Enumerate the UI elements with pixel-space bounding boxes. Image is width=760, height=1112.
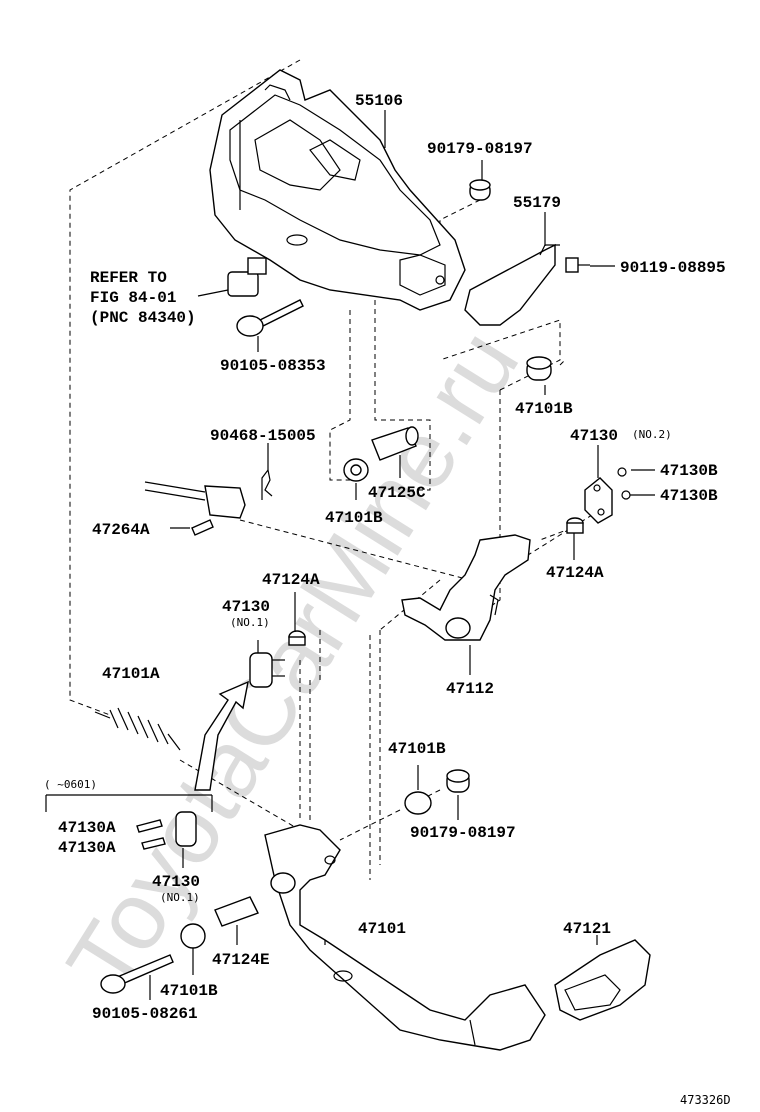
bolt-90119 <box>565 257 590 273</box>
label-refer-line2: FIG 84-01 <box>90 289 176 307</box>
bushing-47101B-bottom <box>180 923 206 949</box>
pin-47264A <box>191 519 214 536</box>
stop-lamp-switch <box>197 257 267 297</box>
pin-47124A-right <box>566 517 584 534</box>
label-no1b: (NO.1) <box>160 891 200 904</box>
pedal-arm-47101 <box>264 824 546 1051</box>
collar-47124E <box>214 896 259 927</box>
label-47124A-right: 47124A <box>546 564 604 582</box>
label-47124A-left: 47124A <box>262 571 320 589</box>
date-bracket <box>45 794 213 812</box>
bolt-90105-bottom <box>100 954 174 994</box>
label-90119: 90119-08895 <box>620 259 726 277</box>
plate-55179 <box>464 243 560 326</box>
link-47130-no1-upper <box>249 652 285 688</box>
label-90105-top: 90105-08353 <box>220 357 326 375</box>
label-47130B-2: 47130B <box>660 487 718 505</box>
label-refer-line1: REFER TO <box>90 269 167 287</box>
label-refer-line3: (PNC 84340) <box>90 309 196 327</box>
clip-90468 <box>261 468 273 500</box>
collar-90179-bottom <box>446 769 470 793</box>
label-55179: 55179 <box>513 194 561 212</box>
bushing-47101B-center <box>343 458 369 482</box>
label-47101: 47101 <box>358 920 406 938</box>
label-no1a: (NO.1) <box>230 616 270 629</box>
figure-id: 473326D <box>680 1093 731 1107</box>
pedal-pad-47121 <box>554 939 651 1021</box>
label-90105-bottom: 90105-08261 <box>92 1005 198 1023</box>
clip-47130B <box>617 467 631 500</box>
leader-lines <box>149 110 655 1000</box>
bolt-90105-top <box>236 299 304 352</box>
link-47130-no1-lower <box>175 811 197 847</box>
label-90468: 90468-15005 <box>210 427 316 445</box>
push-rod <box>144 481 246 519</box>
bushing-47101B-upper <box>526 356 552 381</box>
label-90179-top: 90179-08197 <box>427 140 533 158</box>
collar-90179-top <box>469 179 491 201</box>
label-47130A-1: 47130A <box>58 819 116 837</box>
link-47130-no2 <box>584 477 613 524</box>
label-47112: 47112 <box>446 680 494 698</box>
label-47130B-1: 47130B <box>660 462 718 480</box>
label-47130-no1b: 47130 <box>152 873 200 891</box>
label-47101B-center: 47101B <box>325 509 383 527</box>
direction-arrow <box>194 680 249 791</box>
label-no2: (NO.2) <box>632 428 672 441</box>
label-47130A-2: 47130A <box>58 839 116 857</box>
collar-47125C <box>371 426 419 461</box>
label-47101A: 47101A <box>102 665 160 683</box>
part-labels: 55106 90179-08197 55179 90119-08895 REFE… <box>44 92 731 1107</box>
label-47121: 47121 <box>563 920 611 938</box>
label-47130-no1a: 47130 <box>222 598 270 616</box>
pin-47124A-left <box>288 630 306 646</box>
label-47101B-lower: 47101B <box>388 740 446 758</box>
label-55106: 55106 <box>355 92 403 110</box>
pedal-bracket-55106 <box>209 69 466 311</box>
label-47264A: 47264A <box>92 521 150 539</box>
label-47125C: 47125C <box>368 484 426 502</box>
label-47101B-upper: 47101B <box>515 400 573 418</box>
label-47124E: 47124E <box>212 951 270 969</box>
label-90179-bottom: 90179-08197 <box>410 824 516 842</box>
label-47101B-bottom: 47101B <box>160 982 218 1000</box>
label-bracket-note: ( ~0601) <box>44 778 97 791</box>
label-47130-no2: 47130 <box>570 427 618 445</box>
lever-47112 <box>401 534 531 641</box>
pin-47130A <box>136 819 166 850</box>
bushing-47101B-lower <box>404 791 432 815</box>
spring-47101A <box>94 707 181 751</box>
